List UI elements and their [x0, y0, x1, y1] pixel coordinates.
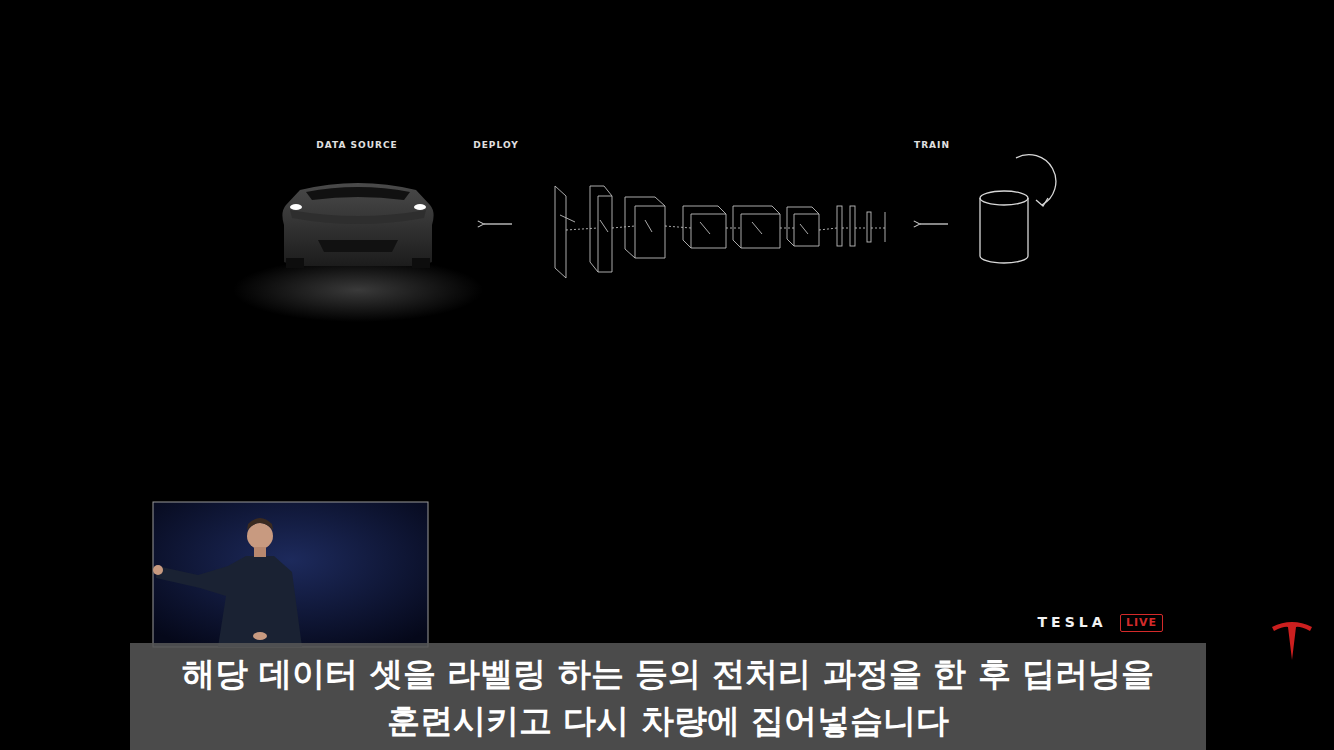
neural-network-illustration — [555, 186, 885, 278]
subtitle-text: 해당 데이터 셋을 라벨링 하는 등의 전처리 과정을 한 후 딥러닝을 훈련시… — [163, 650, 1173, 744]
car-illustration — [233, 183, 483, 322]
train-arrow — [920, 223, 948, 224]
database-cylinder — [980, 155, 1056, 263]
stage-label: TRAIN — [914, 140, 950, 150]
subtitle-box: 해당 데이터 셋을 라벨링 하는 등의 전처리 과정을 한 후 딥러닝을 훈련시… — [130, 643, 1206, 750]
badge-text: LIVE — [1126, 616, 1157, 630]
subtitle-band — [130, 643, 1206, 750]
stage-label: DEPLOY — [473, 140, 518, 150]
speaker-video-inset — [153, 502, 428, 647]
live-badge: LIVE — [1120, 614, 1163, 632]
brand-wordmark: TESLA — [1038, 614, 1107, 630]
tesla-logo — [1272, 622, 1312, 660]
deploy-arrow — [484, 223, 512, 224]
stage-label: DATA SOURCE — [316, 140, 397, 150]
